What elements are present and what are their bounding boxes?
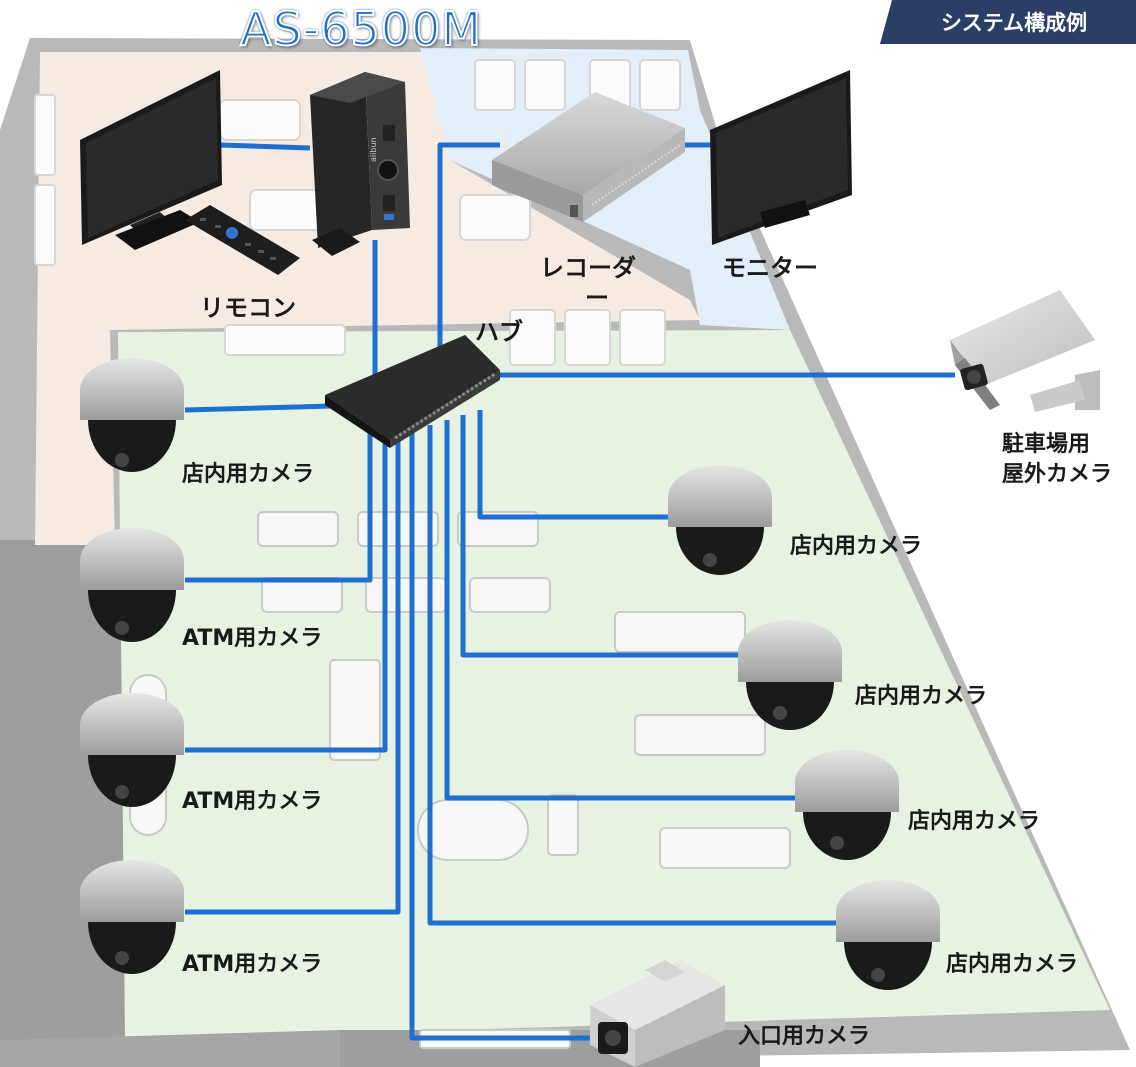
mini-pc: aiibun	[310, 72, 410, 256]
store-camera-r2-label: 店内用カメラ	[855, 684, 988, 709]
cable-hub-store-cam-r3	[444, 420, 800, 801]
cable-pc-monitor	[219, 142, 311, 151]
entrance-camera	[590, 960, 725, 1067]
cable-hub-store-cam-r4	[427, 425, 840, 926]
dome-camera-atm-3	[80, 860, 184, 974]
recorder	[492, 92, 685, 222]
product-title: AS-6500M	[239, 1, 483, 57]
pc-brand-label: aiibun	[369, 137, 378, 162]
atm-camera-2-label: ATM用カメラ	[182, 789, 323, 814]
cable-hub-atm-cam-3	[185, 425, 401, 915]
cable-hub-atm-cam-1	[185, 425, 373, 583]
network-cables	[184, 142, 955, 1041]
monitor-label: モニター	[722, 254, 818, 282]
recorder-label-line2: ー	[585, 284, 609, 312]
parking-camera-label-line1: 駐車場用	[1002, 432, 1091, 457]
dome-camera-atm-2	[80, 693, 184, 807]
atm-camera-1-label: ATM用カメラ	[182, 626, 323, 651]
parking-camera	[950, 290, 1100, 412]
store-camera-left-label: 店内用カメラ	[182, 462, 315, 487]
cable-hub-entrance-cam	[409, 425, 600, 1041]
dome-camera-store-r2	[738, 620, 842, 730]
section-tag-label: システム構成例	[940, 11, 1088, 35]
network-hub	[325, 335, 500, 448]
dome-camera-store-r4	[836, 880, 940, 990]
atm-camera-3-label: ATM用カメラ	[182, 952, 323, 977]
cable-hub-store-cam-r2	[460, 415, 745, 658]
dome-camera-store-r1	[668, 465, 772, 575]
monitor-right	[710, 70, 852, 245]
remote-label: リモコン	[200, 294, 296, 322]
dome-cameras	[80, 358, 940, 990]
parking-camera-label-line2: 屋外カメラ	[1002, 462, 1113, 487]
recorder-label-line1: レコーダ	[540, 254, 636, 282]
entrance-camera-label: 入口用カメラ	[738, 1024, 871, 1049]
cable-hub-atm-cam-2	[185, 425, 388, 753]
cable-hub-store-cam-r1	[477, 410, 675, 520]
store-floor-zone	[118, 330, 1110, 1040]
store-camera-r4-label: 店内用カメラ	[946, 952, 1079, 977]
section-tag: システム構成例	[880, 0, 1136, 44]
remote-control	[185, 205, 300, 275]
monitor-left	[80, 70, 222, 250]
cable-hub-recorder	[437, 142, 500, 390]
bottom-wall-left	[0, 1030, 340, 1067]
dome-camera-store-left	[80, 358, 184, 472]
dome-camera-atm-1	[80, 528, 184, 642]
store-camera-r1-label: 店内用カメラ	[790, 534, 923, 559]
store-camera-r3-label: 店内用カメラ	[908, 809, 1041, 834]
hub-label: ハブ	[475, 318, 523, 346]
dome-camera-store-r3	[795, 750, 899, 860]
